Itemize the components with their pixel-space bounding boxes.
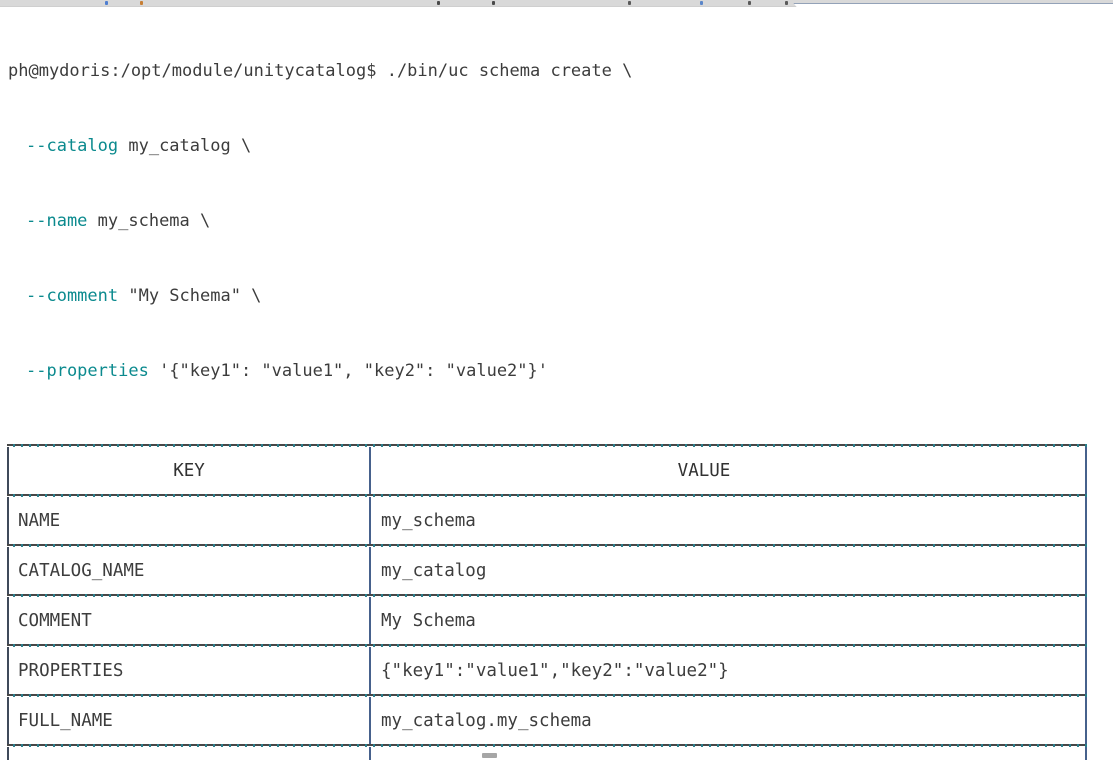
- tab-text-fragment: [628, 1, 631, 5]
- row-separator: [7, 594, 1087, 597]
- row-separator: [7, 694, 1087, 697]
- shell-prompt: ph@mydoris:/opt/module/unitycatalog$: [8, 61, 377, 81]
- terminal-prompt-line: ph@mydoris:/opt/module/unitycatalog$ ./b…: [8, 59, 1113, 84]
- flag-comment: --comment: [26, 286, 119, 306]
- row-separator: [7, 744, 1087, 747]
- flag-properties: --properties: [26, 361, 149, 381]
- flag-name: --name: [26, 211, 88, 231]
- tab-bottom-edge: [806, 3, 1113, 7]
- table-border: [7, 444, 1087, 447]
- command-arg-line: --properties '{"key1": "value1", "key2":…: [8, 359, 1113, 384]
- row-value: my_schema: [381, 510, 476, 531]
- header-value: VALUE: [371, 447, 1085, 494]
- header-key: KEY: [9, 447, 371, 494]
- row-key: COMMENT: [9, 597, 371, 644]
- row-value: my_catalog.my_schema: [381, 710, 592, 731]
- command-text: ./bin/uc schema create \: [376, 61, 633, 81]
- table-row-full-name: FULL_NAME my_catalog.my_schema: [7, 697, 1087, 744]
- horizontal-scrollbar-thumb[interactable]: [482, 753, 497, 758]
- tab-favicon-fragment: [140, 1, 143, 5]
- row-key: PROPERTIES: [9, 647, 371, 694]
- terminal-output: ph@mydoris:/opt/module/unitycatalog$ ./b…: [8, 59, 1113, 384]
- tab-text-fragment: [437, 1, 440, 5]
- table-row-catalog-name: CATALOG_NAME my_catalog: [7, 547, 1087, 594]
- table-row-name: NAME my_schema: [7, 497, 1087, 544]
- command-arg-line: --catalog my_catalog \: [8, 134, 1113, 159]
- table-row-comment: COMMENT My Schema: [7, 597, 1087, 644]
- row-separator: [7, 494, 1087, 497]
- row-key: FULL_NAME: [9, 697, 371, 744]
- arg-value: my_schema \: [87, 211, 211, 231]
- row-key: NAME: [9, 497, 371, 544]
- browser-tab-strip-remnant: [0, 0, 1113, 7]
- arg-value: my_catalog \: [118, 136, 252, 156]
- tab-text-fragment: [748, 1, 751, 5]
- row-value: my_catalog: [381, 560, 487, 581]
- row-value: {"key1":"value1","key2":"value2"}: [381, 660, 729, 681]
- arg-value: "My Schema" \: [118, 286, 262, 306]
- row-value: null: [371, 747, 1085, 760]
- table-row-properties: PROPERTIES {"key1":"value1","key2":"valu…: [7, 647, 1087, 694]
- schema-result-table: KEY VALUE NAME my_schema CATALOG_NAME my…: [7, 444, 1087, 760]
- row-key: CATALOG_NAME: [9, 547, 371, 594]
- tab-text-fragment: [785, 1, 788, 5]
- table-row-owner: OWNER null: [7, 747, 1087, 760]
- arg-value: '{"key1": "value1", "key2": "value2"}': [148, 361, 548, 381]
- row-value: My Schema: [381, 610, 476, 631]
- header-value-label: VALUE: [677, 460, 731, 481]
- tab-favicon-fragment: [105, 1, 108, 5]
- row-separator: [7, 544, 1087, 547]
- tab-favicon-fragment: [700, 1, 703, 5]
- command-arg-line: --name my_schema \: [8, 209, 1113, 234]
- row-key: OWNER: [9, 747, 371, 760]
- table-header-row: KEY VALUE: [7, 447, 1087, 494]
- row-separator: [7, 644, 1087, 647]
- flag-catalog: --catalog: [26, 136, 119, 156]
- tab-text-fragment: [492, 1, 495, 5]
- command-arg-line: --comment "My Schema" \: [8, 284, 1113, 309]
